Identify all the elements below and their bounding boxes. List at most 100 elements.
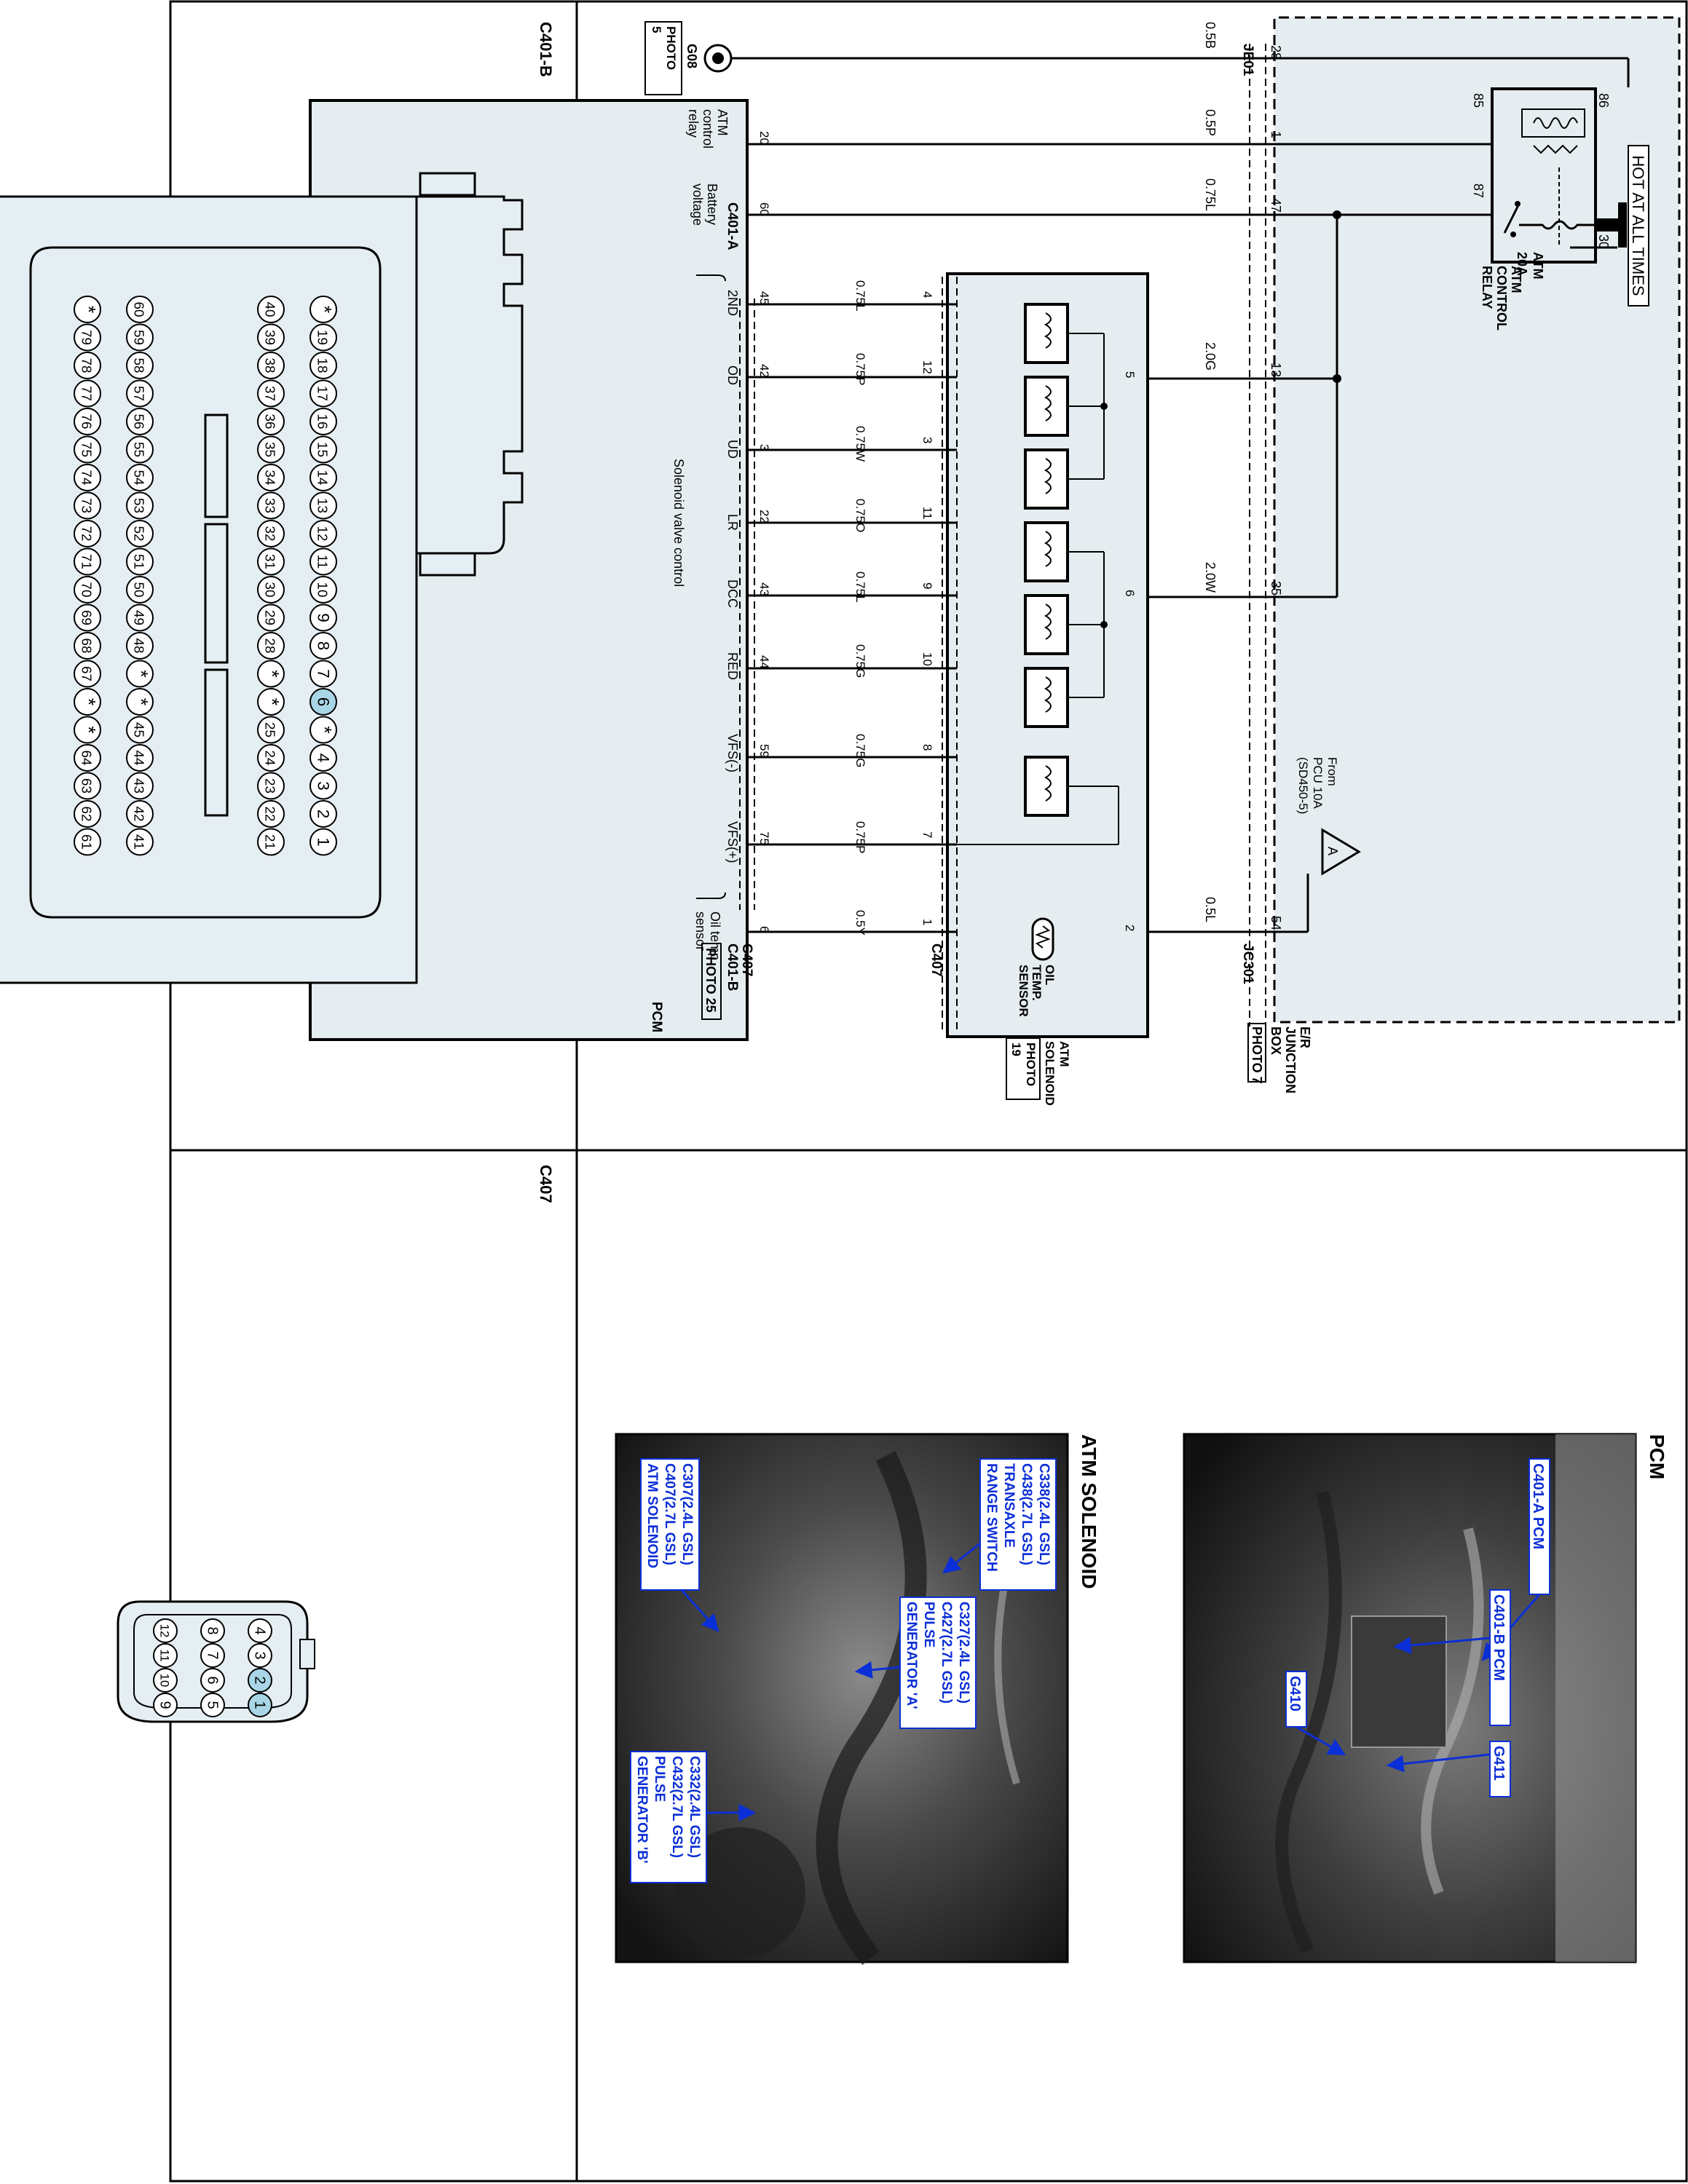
- connector-pin-label: 79: [78, 330, 93, 345]
- connector-pin-circle: [126, 576, 154, 604]
- photo-atm-solenoid: ATM SOLENOID C338(2.4L GSL) C438(2.7L GS…: [615, 1433, 1100, 1966]
- connector-pin-circle: [309, 800, 337, 828]
- connector-pin-label: *: [313, 726, 335, 734]
- wire-2-0w: 2.0W: [1203, 562, 1218, 593]
- connector-pin-label: 53: [130, 498, 146, 513]
- pcm-callout-g411: G411: [1386, 1741, 1511, 1797]
- relay-pin-30: 30: [1596, 234, 1611, 249]
- sig-batt-2: voltage: [690, 183, 705, 226]
- c407-title: C407: [537, 1165, 555, 1203]
- sig-lr: LR: [725, 514, 740, 531]
- connector-pin-circle: [309, 744, 337, 772]
- connector-pin-label: 76: [78, 414, 93, 429]
- connector-pin-circle: [126, 323, 154, 352]
- connector-pin-label: 77: [78, 386, 93, 401]
- c401b-schematic-label: C401-B: [725, 943, 740, 991]
- connector-pin-circle: [74, 828, 101, 856]
- connector-pin-label: 8: [314, 641, 332, 651]
- ref-a: A: [1325, 847, 1340, 855]
- connector-pin-circle: [126, 491, 154, 520]
- connector-pin-label: 45: [130, 722, 146, 737]
- photo-pcm-title: PCM: [1646, 1434, 1668, 1479]
- from-pcu-reference: A From PCU 10A (SD450-5): [1296, 757, 1361, 876]
- connector-pin-circle: [309, 323, 337, 352]
- atm-callout-range-switch: C338(2.4L GSL) C438(2.7L GSL) TRANSAXLE …: [942, 1458, 1057, 1591]
- connector-pin-circle: [126, 632, 154, 660]
- connector-pin-circle: [126, 828, 154, 856]
- sig-dcc: DCC: [725, 579, 740, 608]
- connector-pin-circle: [257, 435, 285, 464]
- connector-pin-label: 2: [251, 1676, 267, 1684]
- connector-pin-circle: [200, 1668, 225, 1693]
- from-line-3: (SD450-5): [1296, 757, 1310, 814]
- pcm-callout-g410: G410: [1285, 1671, 1346, 1756]
- photo-pcm: PCM C401-A PCM C401-B PCM G410 G411: [1183, 1433, 1668, 1963]
- connector-pin-circle: [309, 828, 337, 856]
- ground-g08: G08 PHOTO 5: [644, 21, 893, 95]
- relay-label-3: RELAY: [1480, 266, 1494, 309]
- connector-pin-label: 5: [204, 1701, 220, 1709]
- c407-pin-2: 2: [1123, 925, 1137, 931]
- connector-pin-label: 56: [130, 414, 146, 429]
- jb-photo: PHOTO 7: [1250, 1026, 1264, 1084]
- pin-28: 28: [1269, 45, 1283, 60]
- connector-pin-label: 11: [157, 1649, 171, 1661]
- connector-pin-circle: [257, 828, 285, 856]
- connector-pin-circle: [126, 464, 154, 491]
- connector-pin-label: 40: [261, 301, 277, 317]
- connector-pin-label: 67: [78, 666, 93, 681]
- connector-pin-circle: [74, 547, 101, 576]
- callout-g411-text: G411: [1491, 1746, 1507, 1781]
- connector-pin-circle: [74, 660, 101, 688]
- sig-oil-2: sensor: [693, 911, 708, 951]
- connector-pin-circle: [257, 800, 285, 828]
- connector-pin-circle: [126, 547, 154, 576]
- pcm-photo: PHOTO 25: [703, 948, 718, 1013]
- connector-pin-circle: [126, 800, 154, 828]
- connector-pin-label: 74: [78, 470, 93, 485]
- sig-batt-1: Battery: [705, 183, 719, 225]
- connector-pin-circle: [74, 772, 101, 800]
- connector-pin-label: 48: [130, 638, 146, 653]
- sensor-label-3: SENSOR: [1017, 965, 1030, 1017]
- sol-label-2: SOLENOID: [1043, 1041, 1057, 1106]
- connector-pin-label: *: [77, 698, 99, 706]
- connector-pin-label: 32: [261, 526, 277, 541]
- solenoid-line-1: C307(2.4L GSL): [679, 1463, 695, 1565]
- connector-pin-label: 8: [204, 1626, 220, 1634]
- pulse-a-line-3: PULSE: [921, 1602, 936, 1647]
- connector-pin-circle: [309, 688, 337, 716]
- connector-pin-circle: [74, 435, 101, 464]
- pin-13: 13: [1269, 363, 1283, 377]
- connector-pin-label: 10: [314, 582, 329, 597]
- connector-pin-label: 4: [314, 753, 332, 763]
- connector-pin-label: 71: [78, 554, 93, 569]
- connector-pin-label: 29: [261, 610, 277, 625]
- connector-pin-label: 1: [251, 1701, 267, 1709]
- connector-pin-circle: [74, 688, 101, 716]
- connector-pin-circle: [74, 296, 101, 323]
- pcm-label: PCM: [649, 1002, 664, 1032]
- connector-pin-label: 7: [204, 1651, 220, 1659]
- connector-pin-circle: [74, 323, 101, 352]
- connector-pin-circle: [309, 464, 337, 491]
- connector-pin-label: 12: [314, 526, 329, 541]
- connector-pin-circle: [74, 716, 101, 744]
- wire-0-5p: 0.5P: [1203, 109, 1218, 136]
- je01-label: JE01: [1240, 44, 1255, 76]
- range-switch-line-4: RANGE SWITCH: [984, 1463, 999, 1572]
- connector-pin-label: 28: [261, 638, 277, 653]
- range-switch-line-1: C338(2.4L GSL): [1036, 1463, 1052, 1565]
- connector-pin-circle: [74, 632, 101, 660]
- connector-pin-circle: [200, 1618, 225, 1643]
- connector-pin-label: 50: [130, 582, 146, 597]
- connector-pin-circle: [74, 744, 101, 772]
- connector-pin-circle: [74, 576, 101, 604]
- solenoid-to-pcm-wires: [747, 303, 957, 933]
- connector-pin-label: 42: [130, 806, 146, 821]
- connector-pin-label: 55: [130, 442, 146, 457]
- sig-atm-2: control: [701, 109, 715, 149]
- connector-pin-label: 61: [78, 834, 93, 850]
